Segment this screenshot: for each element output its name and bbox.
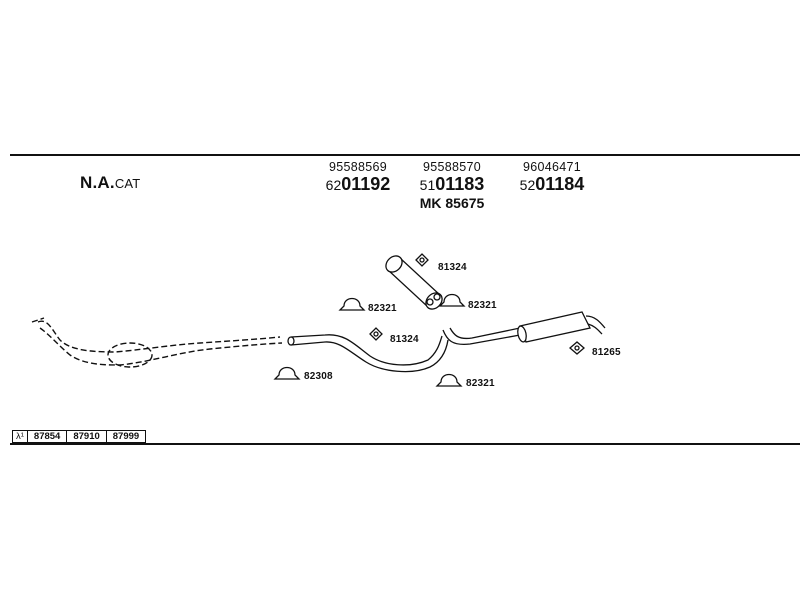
clamp-icon: [415, 253, 429, 267]
oem-code: 96046471: [522, 160, 581, 174]
rubber-mount-icon: [569, 341, 585, 355]
part-number-block: 96046471 5201184: [512, 160, 592, 195]
rear-muffler: [517, 311, 606, 343]
bottom-rule: [10, 443, 800, 445]
part-number-main: 01192: [341, 174, 391, 194]
bracket-icon: [273, 366, 301, 380]
part-label: 81324: [390, 334, 419, 345]
front-pipe: [287, 334, 449, 373]
part-number-main: 01184: [535, 174, 585, 194]
part-label: 82321: [468, 300, 497, 311]
part-number-prefix: 51: [419, 177, 436, 193]
part-number: 5201184: [512, 174, 592, 195]
part-number-prefix: 62: [325, 177, 342, 193]
bracket-icon: [435, 373, 463, 387]
part-label: 82321: [466, 378, 495, 389]
variant-main: N.A.: [80, 173, 115, 192]
oem-code: 95588569: [328, 160, 387, 174]
part-label: 81324: [438, 262, 467, 273]
ref-cell: 87910: [66, 430, 107, 443]
part-label: 82321: [368, 303, 397, 314]
part-number: 6201192: [318, 174, 398, 195]
part-number-prefix: 52: [519, 177, 536, 193]
part-label: 82308: [304, 371, 333, 382]
dashed-front-pipe: [31, 317, 283, 368]
part-number: 5101183: [412, 174, 492, 195]
bracket-icon: [338, 297, 366, 311]
ref-cell: 87999: [105, 430, 147, 443]
bracket-icon: [438, 293, 466, 307]
variant-suffix: CAT: [114, 176, 141, 191]
ref-cell: 87854: [26, 430, 68, 443]
lambda-symbol: λ¹: [12, 430, 28, 443]
top-rule: [10, 154, 800, 156]
mk-number: MK 85675: [419, 195, 485, 211]
bottom-ref-table: λ¹ 87854 87910 87999: [12, 430, 147, 443]
oem-code: 95588570: [422, 160, 481, 174]
rear-pipe: [442, 327, 521, 346]
part-label: 81265: [592, 347, 621, 358]
clamp-icon: [369, 327, 383, 341]
part-number-main: 01183: [435, 174, 485, 194]
variant-label: N.A.CAT: [80, 173, 140, 193]
part-number-block: 95588569 6201192: [318, 160, 398, 195]
part-number-block: 95588570 5101183 MK 85675: [412, 160, 492, 211]
middle-muffler: [385, 255, 443, 310]
